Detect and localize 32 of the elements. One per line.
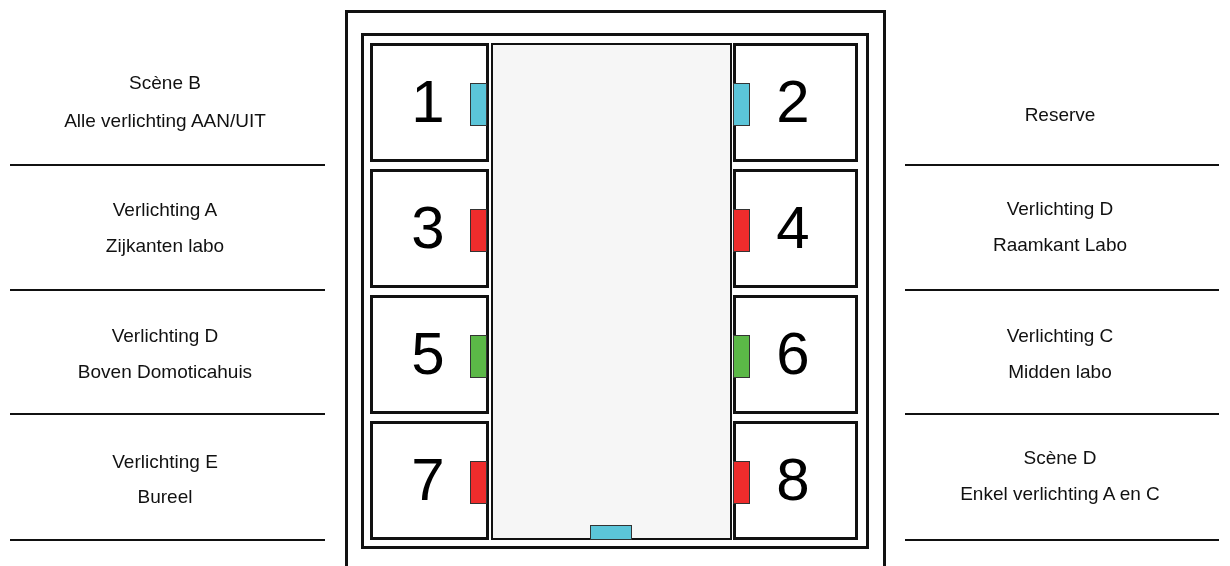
function-label: Zijkanten labo (105, 235, 225, 257)
button-number: 6 (775, 324, 811, 384)
function-label: Verlichting D (111, 325, 219, 347)
function-label: Raamkant Labo (992, 234, 1128, 256)
function-label: Alle verlichting AAN/UIT (64, 110, 266, 132)
button-number: 8 (775, 450, 811, 510)
function-label: Verlichting E (112, 451, 218, 473)
button-number: 2 (775, 72, 811, 132)
function-label: Reserve (1024, 104, 1096, 126)
function-label: Verlichting A (112, 199, 218, 221)
button-key (370, 43, 489, 162)
button-key (733, 421, 858, 540)
function-label: Midden labo (1008, 361, 1112, 383)
function-label: Scène B (129, 72, 201, 94)
button-number: 4 (775, 198, 811, 258)
button-number: 1 (410, 72, 446, 132)
button-key (370, 169, 489, 288)
button-key (370, 421, 489, 540)
function-label: Enkel verlichting A en C (960, 483, 1160, 505)
button-number: 5 (410, 324, 446, 384)
display-panel (491, 43, 732, 540)
button-number: 7 (410, 450, 446, 510)
function-label: Verlichting D (1006, 198, 1114, 220)
button-key (733, 169, 858, 288)
button-key (370, 295, 489, 414)
function-label: Boven Domoticahuis (77, 361, 253, 383)
button-key (733, 43, 858, 162)
function-label: Verlichting C (1006, 325, 1114, 347)
function-label: Scène D (1023, 447, 1097, 469)
button-number: 3 (410, 198, 446, 258)
function-label: Bureel (137, 486, 193, 508)
button-key (733, 295, 858, 414)
